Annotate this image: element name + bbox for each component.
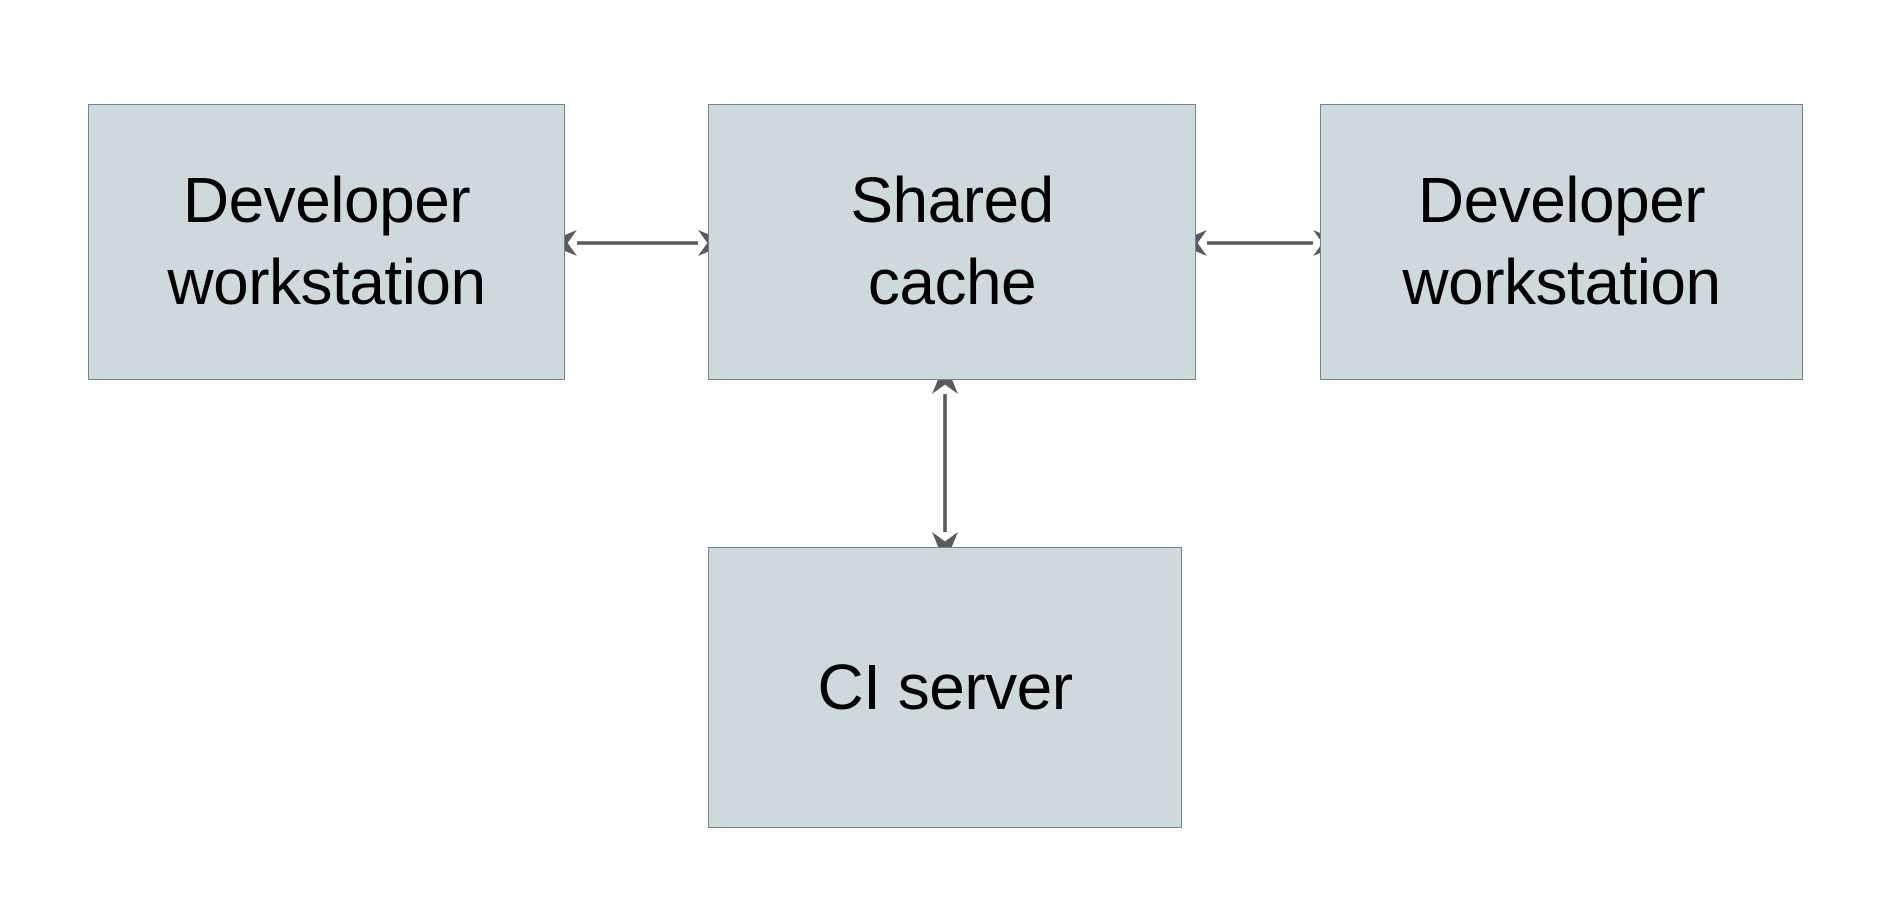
node-label: Shared cache — [850, 164, 1054, 318]
node-dev-workstation-left[interactable]: Developer workstation — [88, 104, 565, 380]
node-label: Developer workstation — [1402, 164, 1721, 318]
connector-cache-to-right-workstation — [1175, 213, 1345, 273]
node-label: Developer workstation — [167, 164, 486, 318]
connector-left-workstation-to-cache — [545, 213, 730, 273]
connector-cache-to-ci-server — [915, 362, 975, 564]
node-ci-server[interactable]: CI server — [708, 547, 1182, 828]
node-shared-cache[interactable]: Shared cache — [708, 104, 1196, 380]
node-label: CI server — [817, 650, 1073, 723]
node-dev-workstation-right[interactable]: Developer workstation — [1320, 104, 1803, 380]
